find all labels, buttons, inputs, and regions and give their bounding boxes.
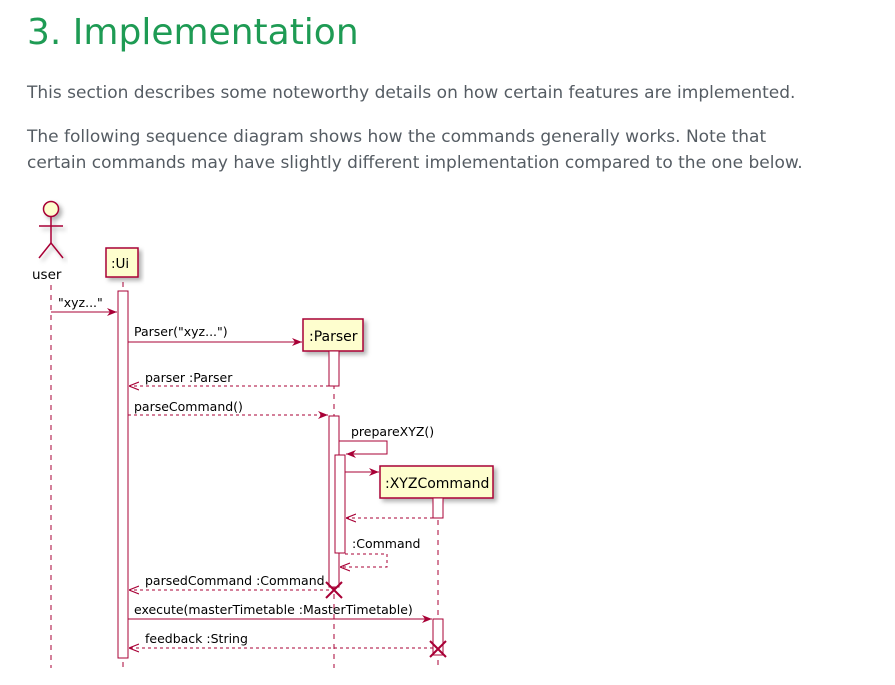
parser-activation-3 bbox=[334, 454, 346, 554]
msg-preparexyz-label: prepareXYZ() bbox=[351, 424, 434, 439]
parser-activation-1 bbox=[328, 350, 340, 387]
msg-parsecommand-label: parseCommand() bbox=[134, 399, 243, 414]
xyz-participant-box bbox=[379, 465, 494, 499]
parser-destroy-icon bbox=[325, 581, 343, 599]
msg-xyz-label: "xyz..." bbox=[58, 295, 103, 310]
msg-parsedcommand-label: parsedCommand :Command bbox=[145, 573, 325, 588]
msg-preparexyz-arrow bbox=[339, 440, 388, 458]
msg-execute-label: execute(masterTimetable :MasterTimetable… bbox=[134, 602, 413, 617]
user-actor-icon bbox=[38, 200, 64, 259]
user-label: user bbox=[32, 267, 62, 283]
ui-participant-box bbox=[105, 247, 139, 278]
msg-command-return-arrow bbox=[340, 553, 388, 567]
msg-command-label: :Command bbox=[352, 536, 420, 551]
xyz-activation-2 bbox=[432, 618, 444, 656]
intro-paragraph: This section describes some noteworthy d… bbox=[27, 83, 796, 103]
msg-parser-create-label: Parser("xyz...") bbox=[134, 324, 228, 339]
xyz-participant-label: :XYZCommand bbox=[385, 476, 489, 492]
xyz-destroy-icon bbox=[429, 640, 447, 658]
msg-parser-return-label: parser :Parser bbox=[145, 370, 233, 385]
page-title: 3. Implementation bbox=[27, 12, 359, 53]
msg-feedback-label: feedback :String bbox=[145, 631, 248, 646]
ui-activation bbox=[117, 290, 129, 659]
ui-participant-label: :Ui bbox=[111, 256, 129, 272]
xyz-activation-1 bbox=[432, 497, 444, 519]
description-paragraph: The following sequence diagram shows how… bbox=[27, 127, 803, 173]
parser-participant-label: :Parser bbox=[309, 329, 358, 345]
